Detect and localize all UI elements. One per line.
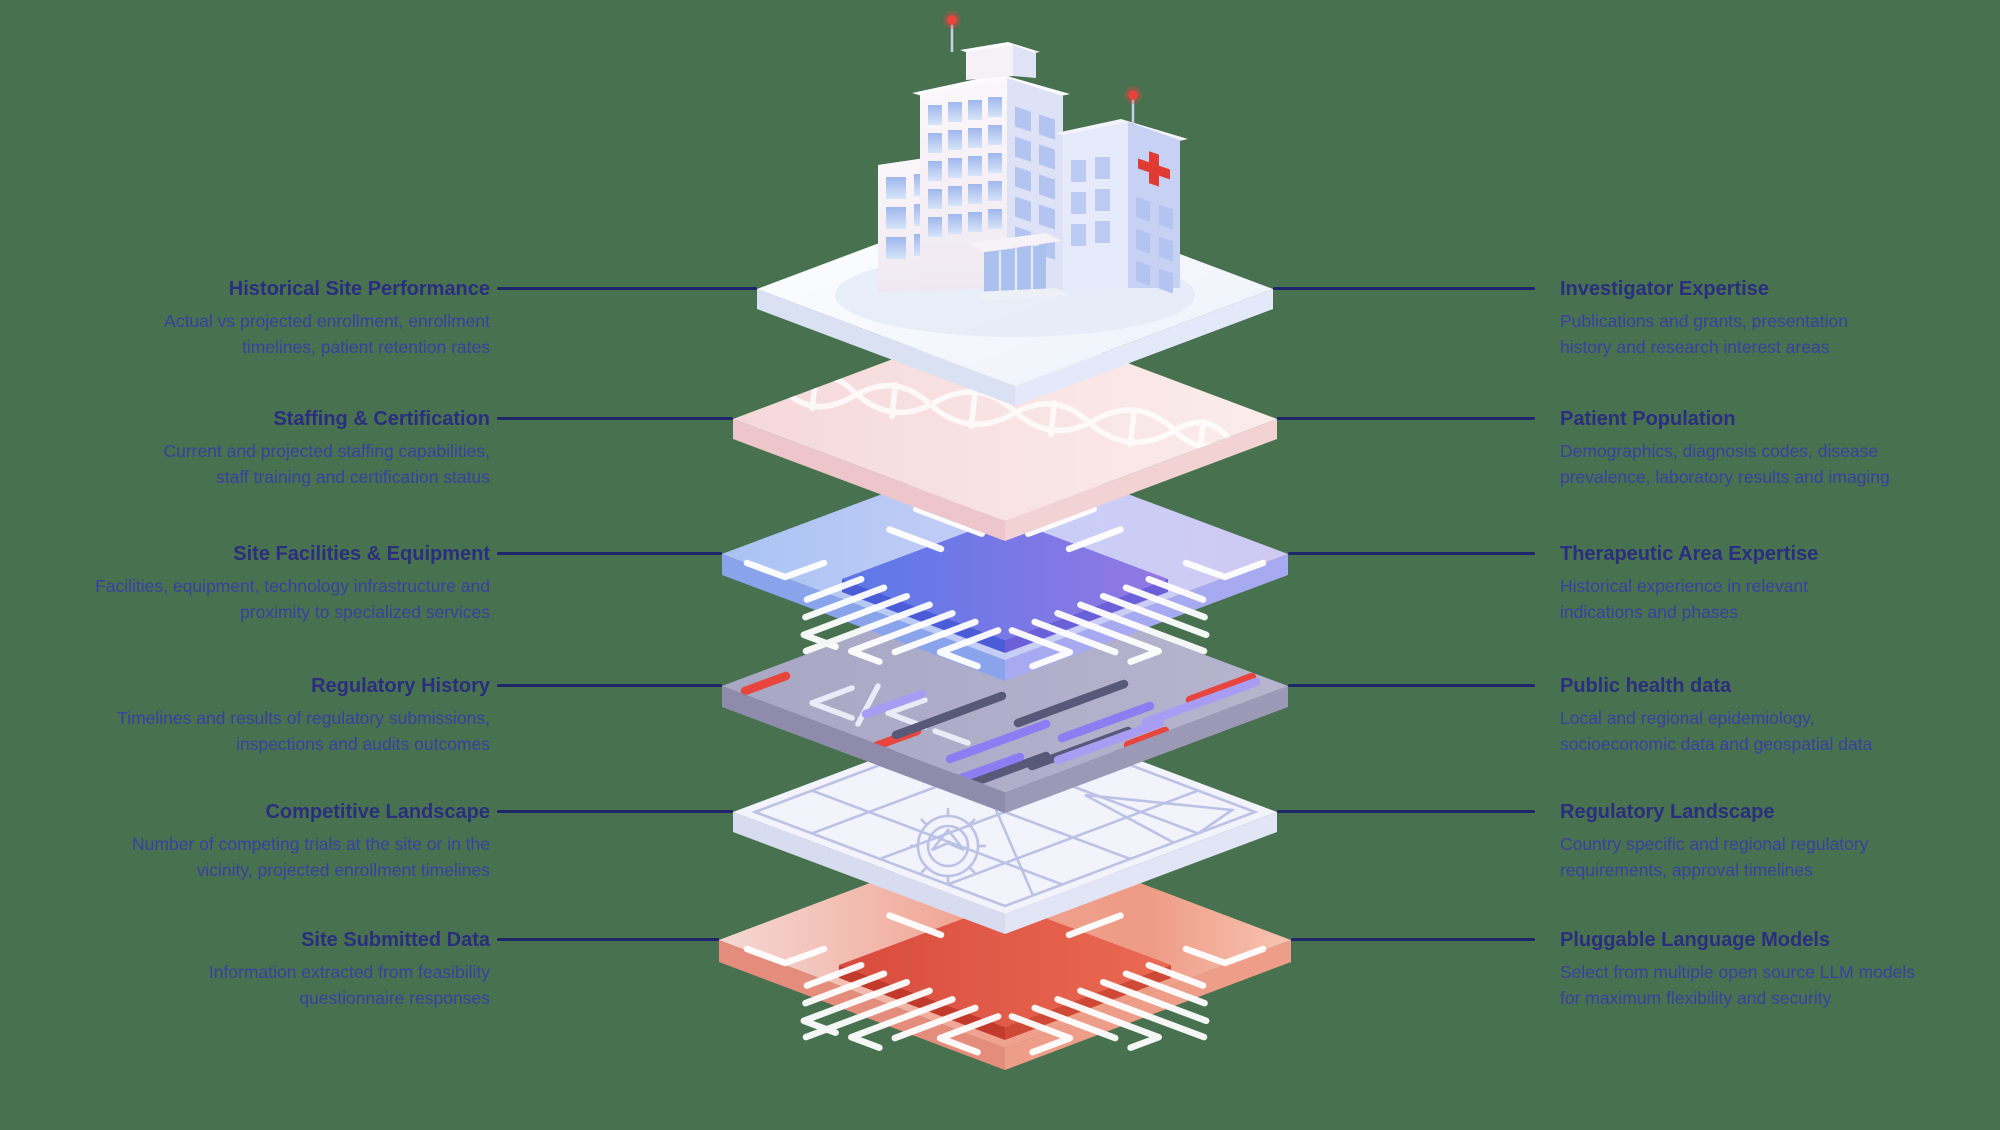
antenna-beacon-icon <box>1124 86 1142 130</box>
connector-line <box>497 810 733 813</box>
row-description: Number of competing trials at the site o… <box>132 834 490 880</box>
connector-line <box>1291 938 1535 941</box>
connector-line <box>1288 684 1535 687</box>
row-description: Information extracted from feasibility q… <box>208 962 490 1008</box>
hospital-main-tower <box>912 11 1070 301</box>
red-cross-icon <box>1138 151 1170 187</box>
label-competitive-landscape: Competitive Landscape Number of competin… <box>90 797 490 883</box>
row-description: Timelines and results of regulatory subm… <box>117 708 490 754</box>
row-description: Demographics, diagnosis codes, disease p… <box>1560 441 1890 487</box>
hospital-entrance <box>968 233 1068 301</box>
row-description: Facilities, equipment, technology infras… <box>95 576 490 622</box>
connector-line <box>497 552 722 555</box>
code-lines-icon <box>740 671 1261 792</box>
connector-line <box>1277 417 1535 420</box>
row-title: Regulatory History <box>311 675 490 697</box>
label-therapeutic-area-expertise: Therapeutic Area Expertise Historical ex… <box>1560 539 1960 625</box>
row-title: Site Facilities & Equipment <box>233 543 490 565</box>
row-description: Current and projected staffing capabilit… <box>163 441 490 487</box>
blue-chip-icon <box>747 509 1263 666</box>
row-description: Select from multiple open source LLM mod… <box>1560 962 1916 1008</box>
antenna-beacon-icon <box>943 11 961 52</box>
row-title: Competitive Landscape <box>265 801 490 823</box>
label-site-submitted-data: Site Submitted Data Information extracte… <box>90 925 490 1011</box>
connector-line <box>1273 287 1535 290</box>
row-title: Public health data <box>1560 675 1732 697</box>
label-historical-site-performance: Historical Site Performance Actual vs pr… <box>90 274 490 360</box>
label-regulatory-history: Regulatory History Timelines and results… <box>90 671 490 757</box>
row-title: Pluggable Language Models <box>1560 929 1831 951</box>
row-description: Actual vs projected enrollment, enrollme… <box>164 311 490 357</box>
row-title: Patient Population <box>1560 408 1736 430</box>
row-title: Regulatory Landscape <box>1560 801 1775 823</box>
row-title: Site Submitted Data <box>301 929 490 951</box>
layer-blue-chip-illustration <box>722 448 1288 681</box>
label-pluggable-language-models: Pluggable Language Models Select from mu… <box>1560 925 1960 1011</box>
compass-icon <box>910 808 986 884</box>
row-description: Historical experience in relevant indica… <box>1560 576 1809 622</box>
layer-dna-illustration <box>733 317 1277 541</box>
hospital-right-wing <box>1056 86 1188 294</box>
hospital-building-illustration <box>835 11 1195 337</box>
row-title: Staffing & Certification <box>273 408 490 430</box>
row-title: Investigator Expertise <box>1560 278 1769 300</box>
red-chip-icon <box>747 895 1263 1052</box>
label-regulatory-landscape: Regulatory Landscape Country specific an… <box>1560 797 1960 883</box>
row-title: Historical Site Performance <box>228 278 490 300</box>
code-brackets-icon <box>809 683 971 746</box>
connector-line <box>497 287 757 290</box>
connector-line <box>497 684 722 687</box>
label-site-facilities-equipment: Site Facilities & Equipment Facilities, … <box>90 539 490 625</box>
connector-line <box>497 938 719 941</box>
label-staffing-certification: Staffing & Certification Current and pro… <box>90 404 490 490</box>
connector-line <box>1288 552 1535 555</box>
row-description: Publications and grants, presentation hi… <box>1560 311 1848 357</box>
row-title: Therapeutic Area Expertise <box>1560 543 1819 565</box>
label-investigator-expertise: Investigator Expertise Publications and … <box>1560 274 1960 360</box>
layer-red-chip-illustration <box>719 832 1291 1070</box>
label-public-health-data: Public health data Local and regional ep… <box>1560 671 1960 757</box>
connector-line <box>1277 810 1535 813</box>
connector-line <box>497 417 733 420</box>
label-patient-population: Patient Population Demographics, diagnos… <box>1560 404 1960 490</box>
row-description: Local and regional epidemiology, socioec… <box>1560 708 1873 754</box>
row-description: Country specific and regional regulatory… <box>1560 834 1869 880</box>
